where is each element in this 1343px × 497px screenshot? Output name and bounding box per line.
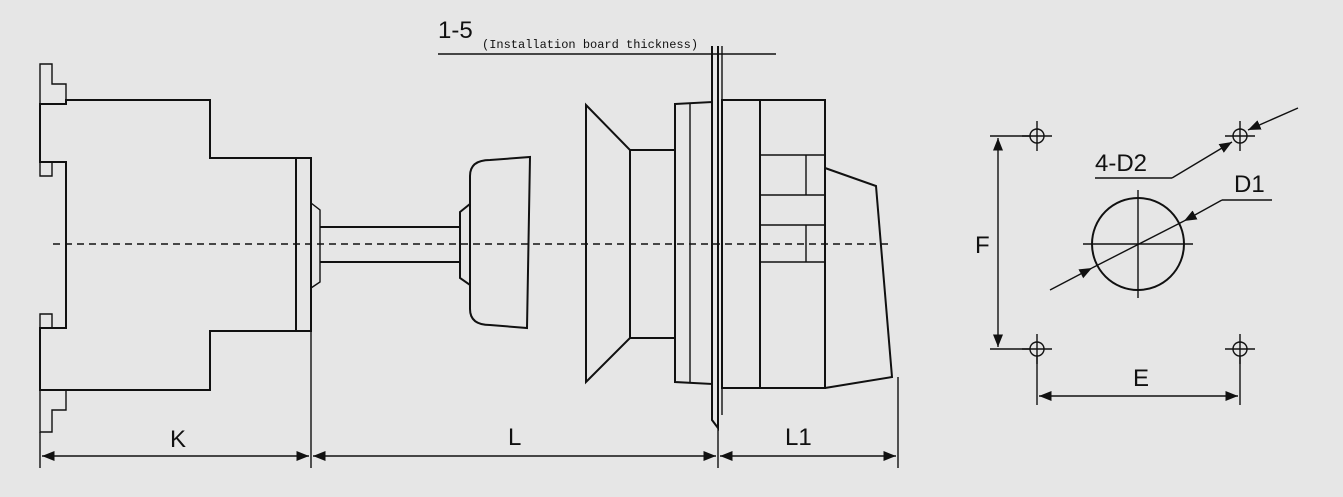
door-handle <box>585 100 713 386</box>
switch-body <box>39 63 321 433</box>
mounting-hole <box>1225 121 1255 151</box>
dimension-d2-label: 4-D2 <box>1095 150 1147 177</box>
thickness-note: (Installation board thickness) <box>482 38 698 52</box>
side-dimensions: K L L1 <box>39 331 899 468</box>
installation-board <box>711 46 723 431</box>
extension-shaft <box>320 155 532 330</box>
thickness-annotation: 1-5 (Installation board thickness) <box>438 17 776 55</box>
dimension-f-label: F <box>975 232 990 259</box>
dimension-k-label: K <box>170 426 186 453</box>
dimension-l-label: L <box>508 424 521 451</box>
thickness-value: 1-5 <box>438 17 473 44</box>
dimension-l1-label: L1 <box>785 424 812 451</box>
panel-cutout: D1 4-D2 F E <box>975 107 1299 405</box>
dimension-e-label: E <box>1133 365 1149 392</box>
dimension-d1-label: D1 <box>1234 171 1265 198</box>
rear-body <box>721 99 894 389</box>
